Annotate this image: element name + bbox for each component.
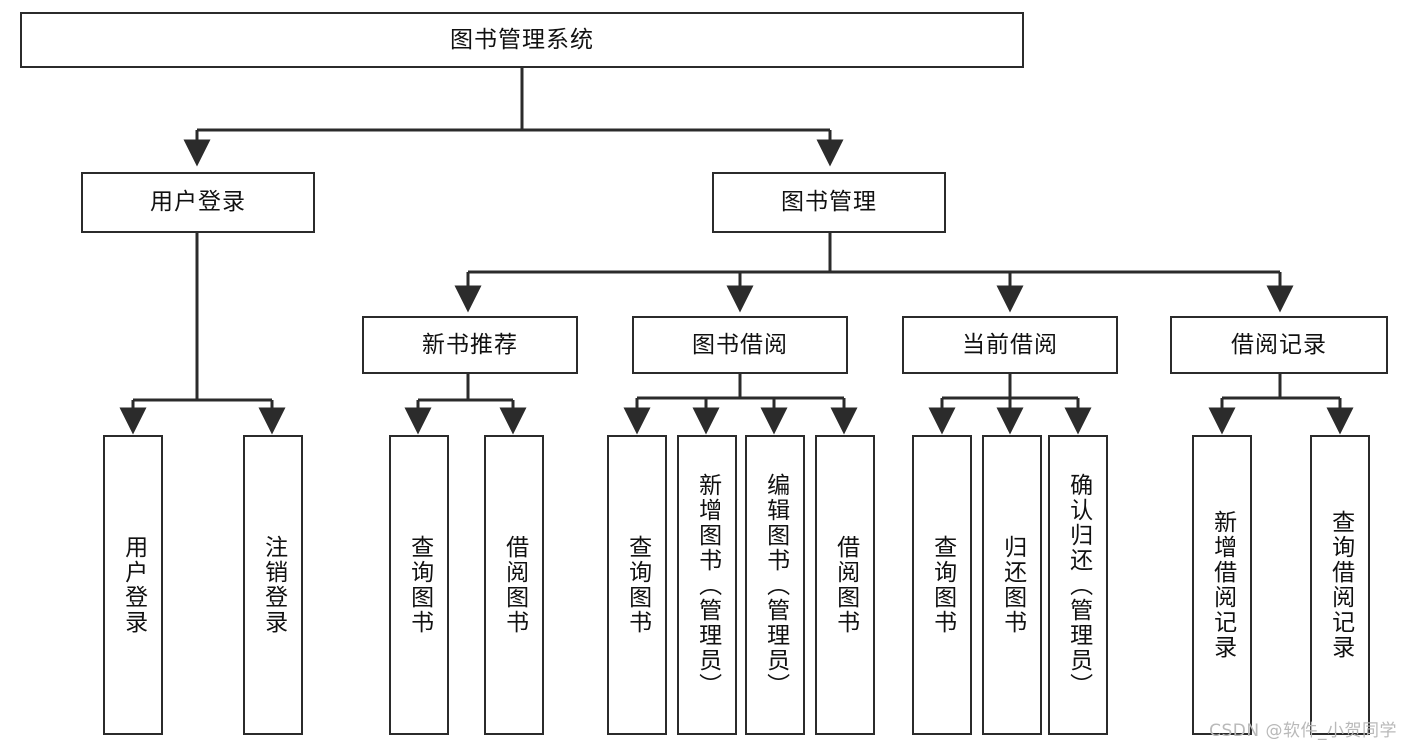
node-book-borrow-label: 图书借阅 xyxy=(692,331,788,358)
node-leaf-add-book-label: 新增图书（管理员） xyxy=(694,472,721,698)
node-leaf-borrow-book-2-label: 借阅图书 xyxy=(832,535,859,635)
node-leaf-logout[interactable]: 注销登录 xyxy=(243,435,303,735)
node-leaf-query-book-3[interactable]: 查询图书 xyxy=(912,435,972,735)
node-book-borrow[interactable]: 图书借阅 xyxy=(632,316,848,374)
node-leaf-user-login-label: 用户登录 xyxy=(120,535,147,635)
node-leaf-user-login[interactable]: 用户登录 xyxy=(103,435,163,735)
node-leaf-confirm-return-label: 确认归还（管理员） xyxy=(1065,472,1092,698)
node-root[interactable]: 图书管理系统 xyxy=(20,12,1024,68)
node-leaf-return-book[interactable]: 归还图书 xyxy=(982,435,1042,735)
node-leaf-query-book-2[interactable]: 查询图书 xyxy=(607,435,667,735)
node-new-book-recommendation[interactable]: 新书推荐 xyxy=(362,316,578,374)
node-leaf-borrow-book-1-label: 借阅图书 xyxy=(501,535,528,635)
node-leaf-query-record[interactable]: 查询借阅记录 xyxy=(1310,435,1370,735)
node-book-manage[interactable]: 图书管理 xyxy=(712,172,946,233)
node-leaf-add-book[interactable]: 新增图书（管理员） xyxy=(677,435,737,735)
node-leaf-confirm-return[interactable]: 确认归还（管理员） xyxy=(1048,435,1108,735)
node-leaf-edit-book-label: 编辑图书（管理员） xyxy=(762,472,789,698)
node-leaf-add-record[interactable]: 新增借阅记录 xyxy=(1192,435,1252,735)
node-leaf-query-book-2-label: 查询图书 xyxy=(624,535,651,635)
node-leaf-borrow-book-1[interactable]: 借阅图书 xyxy=(484,435,544,735)
node-user-login[interactable]: 用户登录 xyxy=(81,172,315,233)
node-user-login-label: 用户登录 xyxy=(150,189,246,215)
node-current-borrow-label: 当前借阅 xyxy=(962,331,1058,358)
node-leaf-query-book-1-label: 查询图书 xyxy=(406,535,433,635)
node-leaf-query-book-3-label: 查询图书 xyxy=(929,535,956,635)
node-leaf-logout-label: 注销登录 xyxy=(260,535,287,635)
node-current-borrow[interactable]: 当前借阅 xyxy=(902,316,1118,374)
node-leaf-edit-book[interactable]: 编辑图书（管理员） xyxy=(745,435,805,735)
node-leaf-query-record-label: 查询借阅记录 xyxy=(1327,510,1354,660)
node-leaf-query-book-1[interactable]: 查询图书 xyxy=(389,435,449,735)
node-root-label: 图书管理系统 xyxy=(450,26,594,53)
node-borrow-record[interactable]: 借阅记录 xyxy=(1170,316,1388,374)
csdn-watermark: CSDN @软件_小贺同学 xyxy=(1209,721,1397,741)
node-new-book-recommendation-label: 新书推荐 xyxy=(422,331,518,358)
node-leaf-add-record-label: 新增借阅记录 xyxy=(1209,510,1236,660)
node-leaf-return-book-label: 归还图书 xyxy=(999,535,1026,635)
node-leaf-borrow-book-2[interactable]: 借阅图书 xyxy=(815,435,875,735)
node-book-manage-label: 图书管理 xyxy=(781,189,877,215)
node-borrow-record-label: 借阅记录 xyxy=(1231,331,1327,358)
